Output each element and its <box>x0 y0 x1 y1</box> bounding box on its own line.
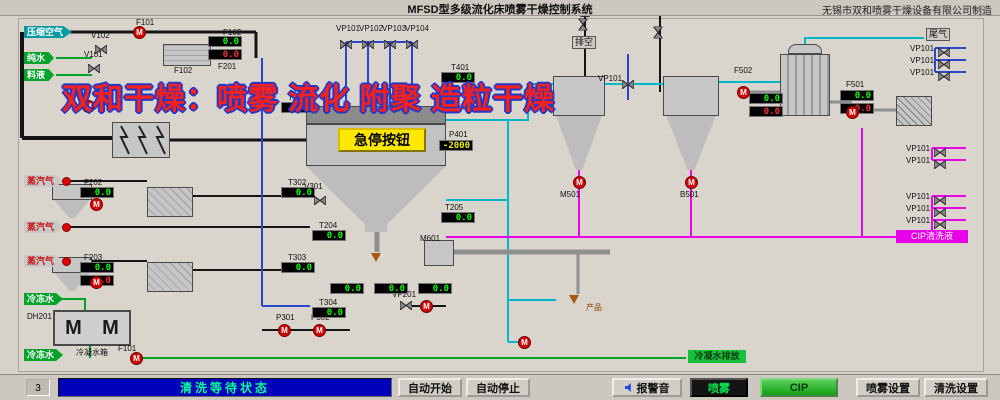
agitator-icon: M <box>65 317 82 339</box>
spray-chamber-top <box>306 106 446 124</box>
exhaust-filter <box>896 96 932 126</box>
fluidbed-vessel <box>424 240 454 266</box>
pipe-green <box>60 298 86 310</box>
cip-line-label: CIP清洗液 <box>896 230 968 243</box>
manufacturer-label: 无锡市双和喷雾干燥设备有限公司制造 <box>822 6 992 17</box>
button-label: CIP <box>789 381 809 394</box>
cyclone-1-body <box>553 76 605 116</box>
button-label: 喷雾设置 <box>866 382 910 395</box>
steam-heat-exchanger-2 <box>147 262 193 292</box>
bottom-bar: 3 清洗等待状态 自动开始 自动停止 报警音 喷雾 CIP 喷雾设置 清洗设置 <box>0 374 1000 400</box>
condenser-cap <box>788 44 822 54</box>
auto-stop-button[interactable]: 自动停止 <box>466 378 530 397</box>
mute-alarm-button[interactable]: 报警音 <box>612 378 682 397</box>
page-counter: 3 <box>26 379 50 396</box>
spray-settings-button[interactable]: 喷雾设置 <box>856 378 920 397</box>
electric-air-heater <box>112 122 170 158</box>
condensate-out-label: 冷凝水排放 <box>688 350 746 363</box>
button-label: 自动开始 <box>408 382 452 395</box>
title-bar: MFSD型多级流化床喷雾干燥控制系统 无锡市双和喷雾干燥设备有限公司制造 <box>0 0 1000 17</box>
condensate-tank: M M <box>53 310 131 346</box>
button-label: 报警音 <box>636 382 670 395</box>
steam-heat-exchanger-1 <box>147 187 193 217</box>
spray-button[interactable]: 喷雾 <box>690 378 748 397</box>
agitator-icon: M <box>102 317 119 339</box>
heating-element-icon <box>119 125 166 155</box>
speaker-icon <box>624 383 631 392</box>
button-label: 喷雾 <box>708 382 730 395</box>
cyclone-small-2-body <box>52 257 92 273</box>
pipe-cyan <box>804 37 924 52</box>
condenser-column <box>780 54 830 116</box>
pipe-cyan <box>446 83 553 121</box>
cyclone-2-body <box>663 76 719 116</box>
button-label: 自动停止 <box>476 382 520 395</box>
watermark-text: 双和干燥：喷雾 流化 附聚 造粒干燥 <box>62 83 556 116</box>
cyclone-small-1-body <box>52 184 92 200</box>
cip-button[interactable]: CIP <box>760 378 838 397</box>
feed-heater <box>163 44 211 66</box>
emergency-stop-button[interactable]: 急停按钮 <box>338 128 426 152</box>
button-label: 清洗设置 <box>934 382 978 395</box>
auto-start-button[interactable]: 自动开始 <box>398 378 462 397</box>
clean-settings-button[interactable]: 清洗设置 <box>924 378 988 397</box>
app-title: MFSD型多级流化床喷雾干燥控制系统 <box>407 4 593 16</box>
status-bar: 清洗等待状态 <box>58 378 392 397</box>
